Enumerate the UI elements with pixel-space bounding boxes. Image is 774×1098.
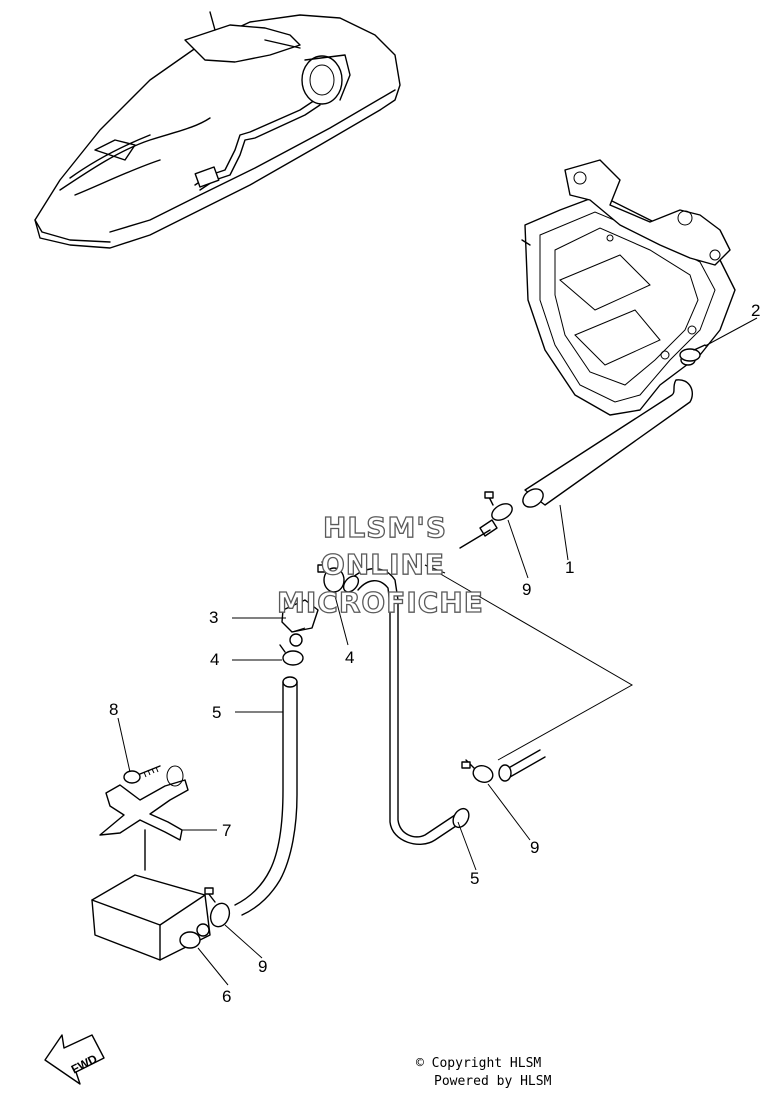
- reference-lines: [424, 564, 634, 761]
- hose-5-left: [234, 676, 298, 916]
- fwd-arrow: FWD: [44, 1034, 105, 1085]
- powered-by-text: Powered by HLSM: [434, 1074, 552, 1089]
- callout-9-lower-left: 9: [258, 957, 267, 976]
- leader-lines: [117, 317, 758, 986]
- callout-1: 1: [565, 558, 574, 577]
- valve-3: [281, 599, 319, 633]
- clamp-9-upper: [484, 491, 513, 521]
- hose-5-right: [342, 568, 470, 845]
- footer: © Copyright HLSM Powered by HLSM: [416, 1056, 552, 1089]
- clamp-2: [679, 344, 706, 362]
- clamp-4-lower: [279, 633, 304, 666]
- screw-8: [123, 765, 161, 784]
- hose-connector-upper: [459, 519, 498, 549]
- clamp-9-left: [204, 887, 231, 928]
- clamp-9-lower: [461, 759, 494, 783]
- box-6: [91, 874, 211, 961]
- watercraft-overview: [34, 11, 401, 249]
- callout-4-left: 4: [210, 650, 219, 669]
- callout-8: 8: [109, 700, 118, 719]
- hose-connector-lower: [498, 749, 546, 782]
- watermark-line-2: ONLINE: [321, 548, 445, 581]
- clamp-4-upper: [317, 561, 345, 593]
- callout-3: 3: [209, 608, 218, 627]
- callout-4-right: 4: [345, 648, 354, 667]
- watermark: HLSM'S ONLINE MICROFICHE: [276, 510, 484, 619]
- callout-9-lower-right: 9: [530, 838, 539, 857]
- jet-pump-housing: [521, 159, 736, 416]
- copyright-text: © Copyright HLSM: [416, 1056, 541, 1071]
- hose-1: [522, 379, 694, 508]
- bracket-7: [99, 765, 189, 871]
- callout-6: 6: [222, 987, 231, 1006]
- watermark-line-1: HLSM'S: [323, 511, 447, 544]
- callouts: 1 2 3 4 4 5 5 6 7 8 9 9 9: [109, 301, 760, 1006]
- watermark-line-3: MICROFICHE: [277, 586, 484, 619]
- callout-5-right: 5: [470, 869, 479, 888]
- callout-5-left: 5: [212, 703, 221, 722]
- callout-2: 2: [751, 301, 760, 320]
- callout-7: 7: [222, 821, 231, 840]
- callout-9-upper: 9: [522, 580, 531, 599]
